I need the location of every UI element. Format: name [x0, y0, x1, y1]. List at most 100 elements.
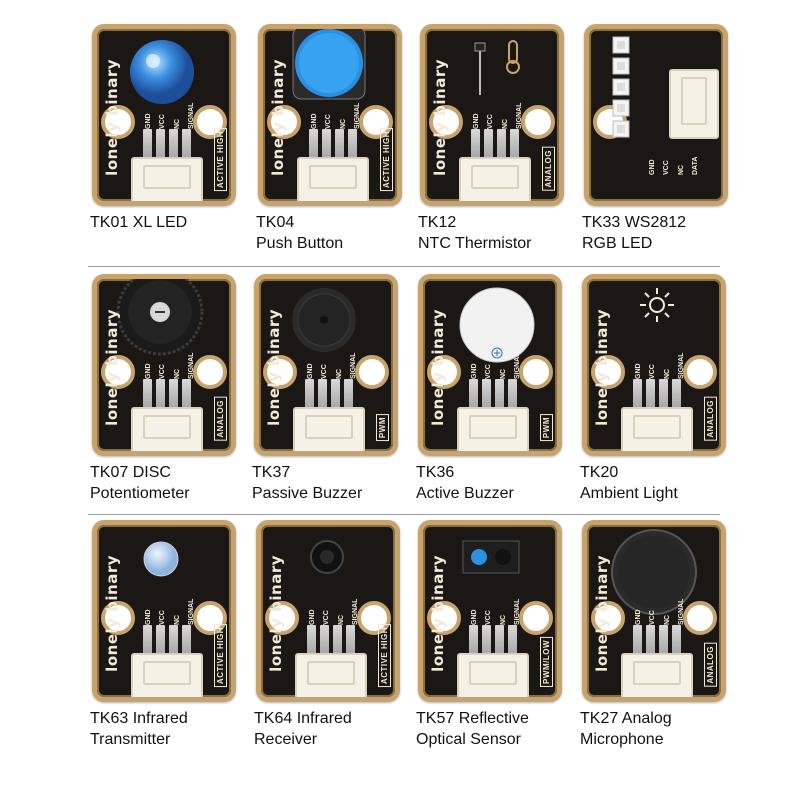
divider-row-2 [88, 514, 720, 515]
module-caption: TK07 DISC Potentiometer [90, 462, 260, 504]
ir-led-icon [141, 539, 181, 584]
brand-logo: lonely binary [265, 309, 283, 426]
mounting-hole [359, 105, 393, 139]
grove-connector [457, 407, 529, 451]
mode-label: ANALOG [542, 147, 555, 191]
mode-label: PWM/LOW [540, 637, 553, 687]
module-name: Transmitter [90, 731, 171, 748]
grove-connector [295, 653, 367, 697]
pin-label: GND [145, 113, 152, 129]
module-name: Push Button [256, 235, 344, 252]
mounting-hole [427, 355, 461, 389]
mounting-hole [591, 355, 625, 389]
mounting-hole [591, 601, 625, 635]
mode-label: PWM [540, 413, 553, 441]
passive-buzzer-icon [289, 285, 359, 360]
mode-label: ACTIVE HIGH [214, 623, 227, 687]
pin-label: SIGNAL [187, 102, 195, 129]
grove-connector [459, 157, 531, 201]
active-buzzer-icon [457, 285, 537, 370]
grove-connector [297, 157, 369, 201]
pin-label: VCC [325, 114, 333, 129]
pin-label: VCC [159, 114, 167, 129]
header-pins [469, 379, 517, 413]
mounting-hole [193, 601, 227, 635]
brand-logo: lonely binary [103, 309, 121, 426]
header-pins [307, 625, 355, 659]
module-code: TK04 [256, 214, 295, 231]
pin-label: NC [499, 614, 507, 625]
module-name: Potentiometer [90, 485, 190, 502]
grove-connector [293, 407, 365, 451]
module-code: TK27 Analog [580, 710, 672, 727]
blue-led-icon [127, 37, 197, 112]
brand-logo: lonely binary [103, 555, 121, 672]
pin-label: GND [145, 609, 152, 625]
pin-label: SIGNAL [677, 352, 685, 379]
mounting-hole [101, 105, 135, 139]
pin-label: NC [335, 368, 343, 379]
header-pins [633, 379, 681, 413]
module-code: TK07 DISC [90, 464, 171, 481]
push-button-icon [289, 29, 369, 108]
brand-logo: lonely binary [431, 59, 449, 176]
mounting-hole [357, 601, 391, 635]
brand-logo: lonely binary [269, 59, 287, 176]
module-name: Active Buzzer [416, 485, 514, 502]
brand-logo: lonely binary [593, 555, 611, 672]
mode-label: PWM [376, 413, 389, 441]
pin-label: NC [337, 614, 345, 625]
header-pins [143, 379, 191, 413]
grove-connector [621, 407, 693, 451]
module-code: TK36 [416, 464, 455, 481]
pin-label: VCC [159, 364, 167, 379]
pin-label: SIGNAL [513, 352, 521, 379]
pin-label: VCC [159, 610, 167, 625]
pin-label: SIGNAL [349, 352, 357, 379]
pin-label: VCC [487, 114, 495, 129]
mode-label: ACTIVE HIGH [380, 127, 393, 191]
mounting-hole [193, 355, 227, 389]
brand-logo: lonely binary [103, 59, 121, 176]
module-code: TK20 [580, 464, 619, 481]
pin-label: GND [471, 609, 478, 625]
mounting-hole [193, 105, 227, 139]
header-pins [633, 625, 681, 659]
pin-label: VCC [663, 160, 671, 175]
module-code: TK33 WS2812 [582, 214, 687, 231]
mounting-hole [427, 601, 461, 635]
mounting-hole [101, 355, 135, 389]
pin-label: GND [145, 363, 152, 379]
mounting-hole [519, 601, 553, 635]
pin-label: GND [635, 363, 642, 379]
reflective-sensor-icon [461, 539, 521, 580]
grove-connector [131, 653, 203, 697]
mounting-hole [355, 355, 389, 389]
